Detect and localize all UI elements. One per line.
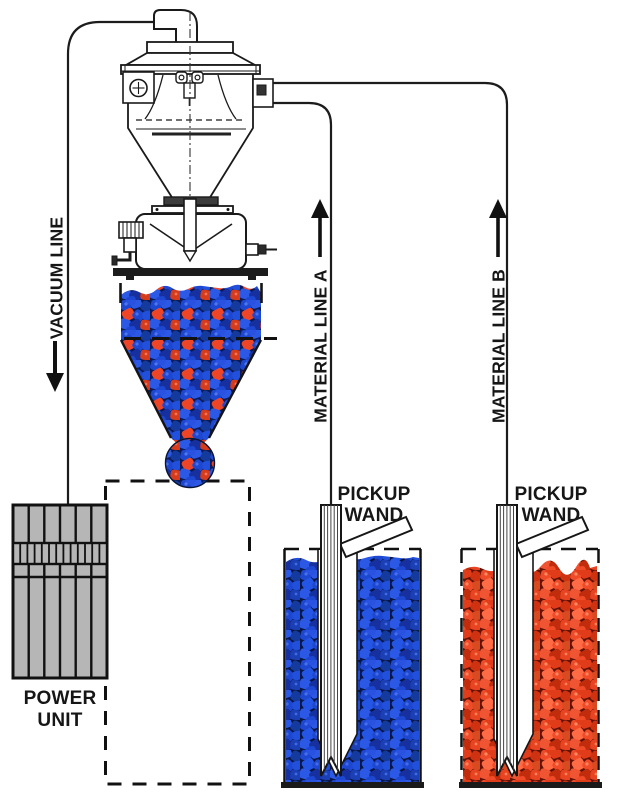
material-b-flow-arrow-up xyxy=(489,199,507,257)
vacuum-receiver-drawing xyxy=(120,9,274,258)
pickup-wand-b-label: PICKUP WAND xyxy=(514,484,588,526)
wand-b-handle xyxy=(514,515,590,559)
vacuum-line-pipe xyxy=(66,20,156,504)
dashed-box-outline xyxy=(104,479,251,786)
pickup-wand-a-drawing xyxy=(317,504,414,778)
vacuum-flow-arrow-down xyxy=(46,341,64,392)
wand-a-handle xyxy=(338,515,414,559)
pickup-wand-b-drawing xyxy=(493,504,590,778)
material-line-a-label: MATERIAL LINE A xyxy=(310,269,331,423)
power-unit-drawing xyxy=(11,503,109,680)
material-line-a-pipe xyxy=(273,101,333,505)
pickup-wand-a-label: PICKUP WAND xyxy=(337,484,411,526)
receiver-valve-assembly-drawing xyxy=(111,198,277,280)
sight-glass-ball xyxy=(164,437,216,489)
material-a-flow-arrow-up xyxy=(311,199,329,257)
material-line-b-label: MATERIAL LINE B xyxy=(488,268,509,424)
vacuum-line-label: VACUUM LINE xyxy=(46,216,67,340)
power-unit-label: POWER UNIT xyxy=(23,688,97,731)
material-line-b-pipe xyxy=(273,81,509,505)
mixed-pellet-hopper xyxy=(119,283,277,489)
